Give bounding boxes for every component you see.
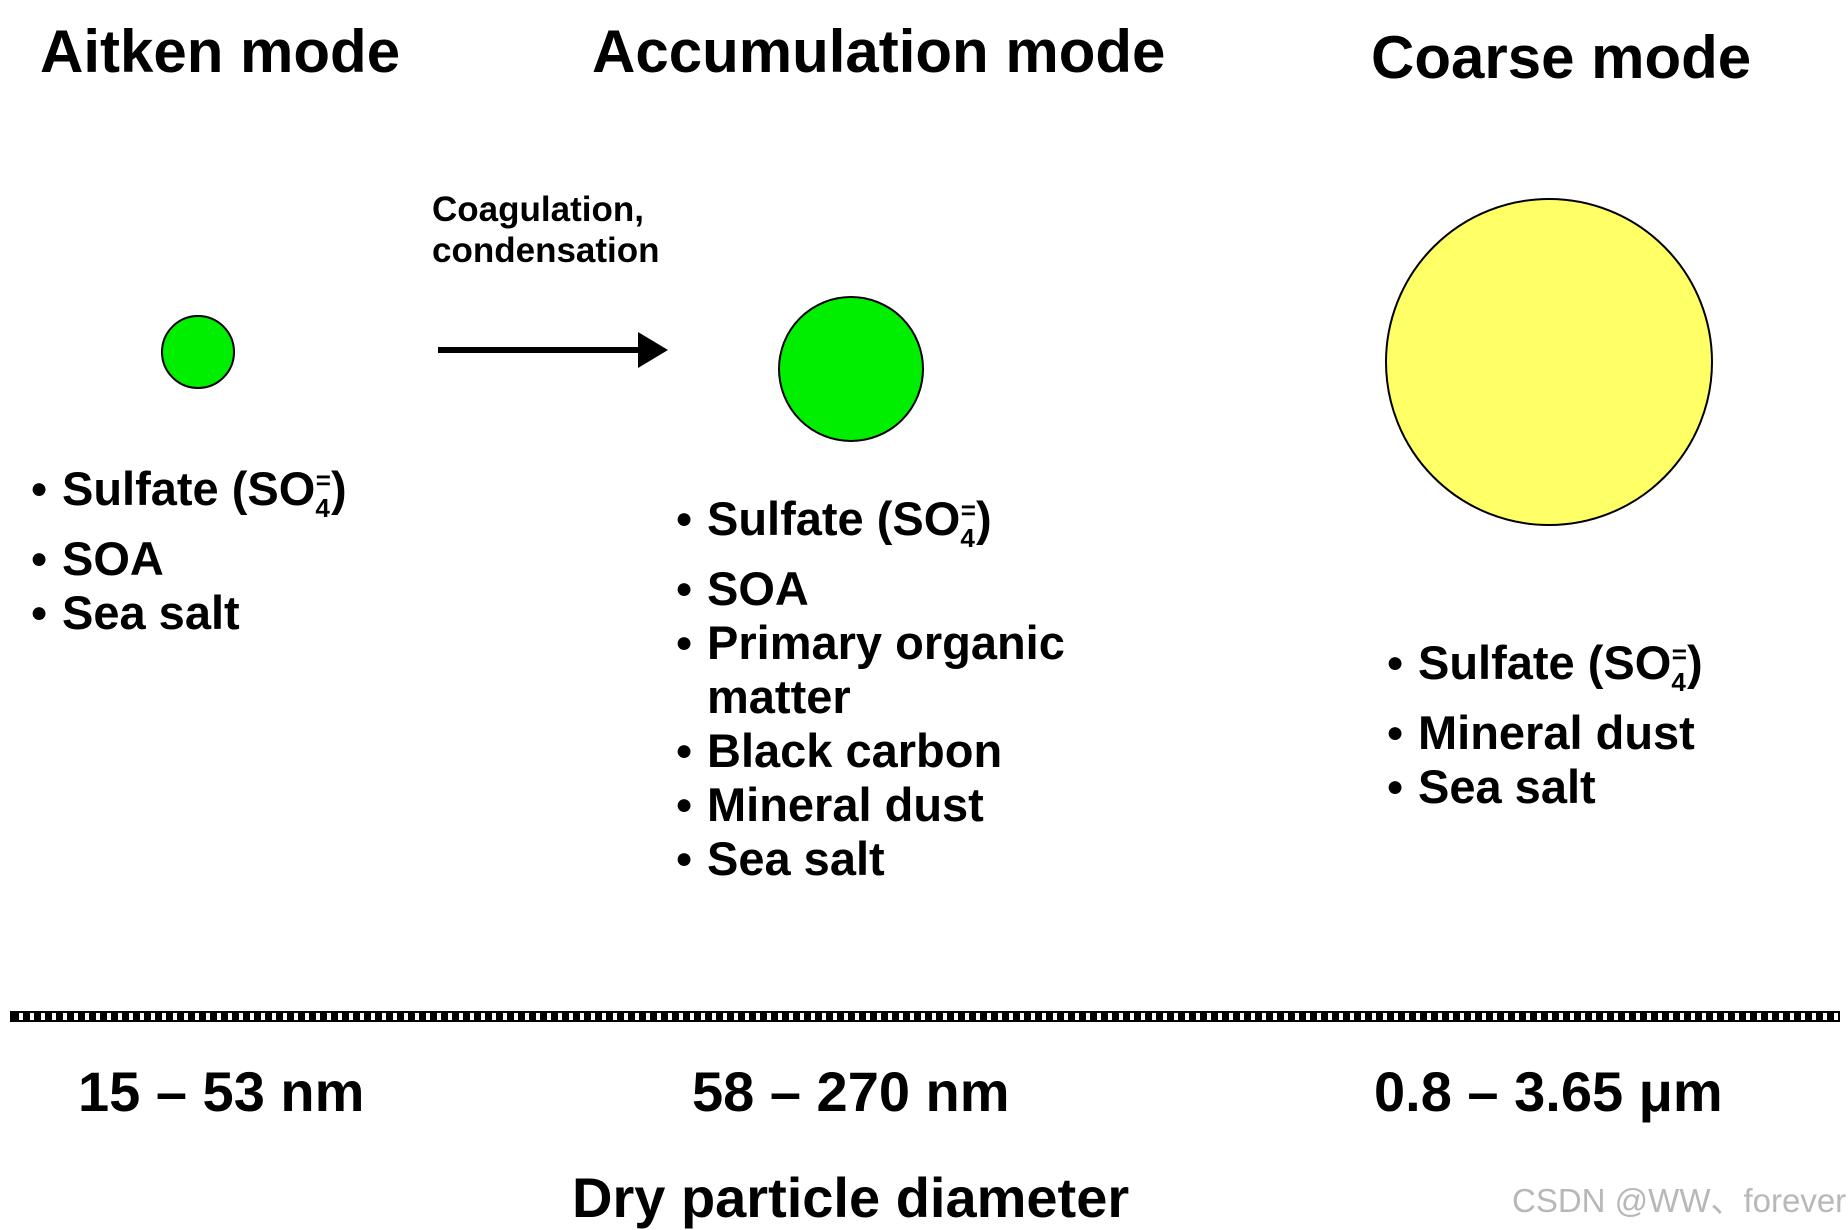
process-label: Coagulation, condensation (432, 189, 660, 271)
list-item: Primary organic (675, 616, 1065, 670)
list-item: Mineral dust (1386, 706, 1703, 760)
coarse-components: Sulfate (SO4=) Mineral dust Sea salt (1386, 636, 1703, 814)
accumulation-size-range: 58 – 270 nm (692, 1060, 1010, 1123)
list-item: Sea salt (30, 586, 347, 640)
coarse-mode-title: Coarse mode (1371, 24, 1752, 91)
axis-title: Dry particle diameter (572, 1166, 1130, 1229)
aitken-mode-title: Aitken mode (40, 18, 401, 85)
coarse-particle (1385, 198, 1713, 526)
list-item: Sulfate (SO4=) (30, 462, 347, 523)
diameter-axis-line (10, 1011, 1840, 1022)
coarse-size-range: 0.8 – 3.65 μm (1374, 1060, 1723, 1123)
accumulation-components: Sulfate (SO4=) SOA Primary organic matte… (675, 492, 1065, 886)
process-label-line2: condensation (432, 231, 660, 270)
watermark: CSDN @WW、forever (1512, 1182, 1847, 1219)
list-item: Mineral dust (675, 778, 1065, 832)
list-item: SOA (30, 532, 347, 586)
list-item: Black carbon (675, 724, 1065, 778)
list-item: Sulfate (SO4=) (1386, 636, 1703, 697)
accumulation-mode-title: Accumulation mode (592, 18, 1166, 85)
accumulation-particle (778, 296, 924, 442)
list-item: Sea salt (1386, 760, 1703, 814)
aitken-particle (161, 315, 235, 389)
process-label-line1: Coagulation, (432, 190, 644, 229)
list-item: SOA (675, 562, 1065, 616)
list-item-continuation: matter (707, 670, 851, 723)
aitken-components: Sulfate (SO4=) SOA Sea salt (30, 462, 347, 640)
growth-arrow (438, 332, 668, 368)
list-item: Sea salt (675, 832, 1065, 886)
list-item: Sulfate (SO4=) (675, 492, 1065, 553)
aitken-size-range: 15 – 53 nm (78, 1060, 365, 1123)
